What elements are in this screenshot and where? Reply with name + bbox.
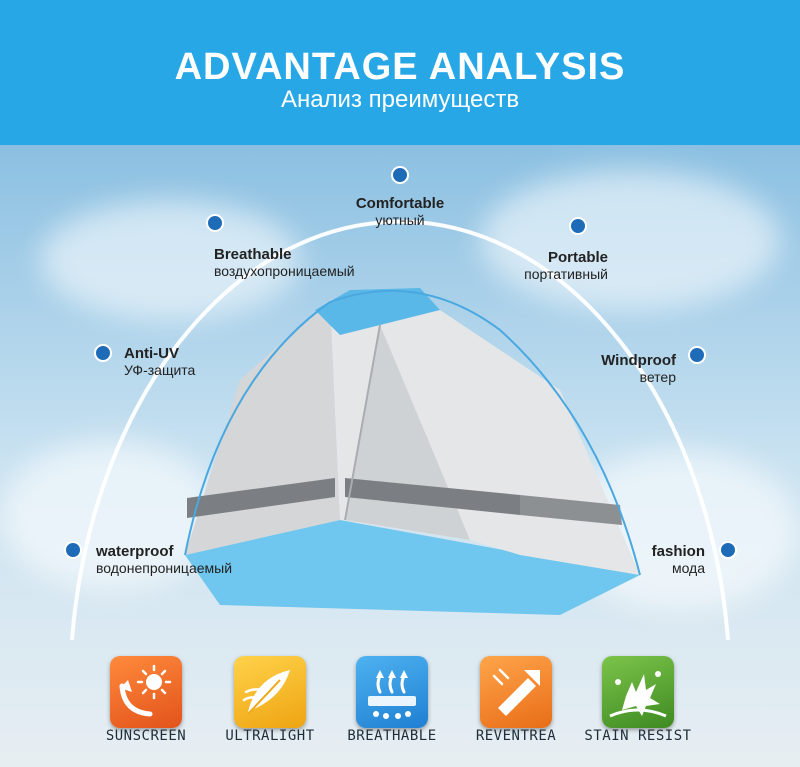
feature-en: waterproof xyxy=(96,543,174,560)
splash-icon xyxy=(609,671,667,718)
feature-ru: воздухопроницаемый xyxy=(214,263,355,279)
breathable-badge xyxy=(356,656,428,728)
page-subtitle: Анализ преимуществ xyxy=(280,86,520,113)
feature-en: Breathable xyxy=(214,246,292,263)
icon-label: STAIN RESIST xyxy=(584,728,692,744)
feature-ru: водонепроницаемый xyxy=(96,560,233,576)
sun-icon xyxy=(119,664,172,717)
feature-waterproof: waterproof водонепроницаемый xyxy=(96,543,232,577)
airflow-icon xyxy=(368,670,416,719)
feature-ru: портативный xyxy=(524,266,608,282)
cloud xyxy=(40,200,300,320)
icon-label: REVENTREA xyxy=(475,728,557,744)
feature-ru: УФ-защита xyxy=(124,362,196,378)
page-title: ADVANTAGE ANALYSIS xyxy=(174,46,626,88)
stain-resist-badge xyxy=(602,656,674,728)
feature-ru: уютный xyxy=(375,212,425,228)
cloud xyxy=(480,170,780,310)
feature-anti-uv: Anti-UV УФ-защита xyxy=(124,345,195,379)
icon-label: ULTRALIGHT xyxy=(225,728,315,744)
reventrea-badge xyxy=(480,656,552,728)
ultralight-badge xyxy=(234,656,306,728)
feature-en: Windproof xyxy=(601,352,676,369)
feature-en: fashion xyxy=(651,543,705,560)
sunscreen-badge xyxy=(110,656,182,728)
feature-en: Portable xyxy=(547,249,608,266)
feature-portable: Portable портативный xyxy=(470,249,608,283)
feature-ru: ветер xyxy=(639,369,676,385)
feature-en: Anti-UV xyxy=(124,345,179,362)
feature-ru: мода xyxy=(671,560,705,576)
feature-fashion: fashion мода xyxy=(610,543,705,577)
feature-en: Comfortable xyxy=(355,195,445,212)
feather-icon xyxy=(242,670,290,715)
feature-windproof: Windproof ветер xyxy=(560,352,676,386)
rain-shield-icon xyxy=(492,668,540,716)
icon-label: BREATHABLE xyxy=(347,728,437,744)
feature-breathable: Breathable воздухопроницаемый xyxy=(214,246,355,280)
icon-label: SUNSCREEN xyxy=(105,728,187,744)
feature-comfortable: Comfortable уютный xyxy=(340,195,460,229)
header-banner: ADVANTAGE ANALYSIS Анализ преимуществ xyxy=(0,0,800,145)
